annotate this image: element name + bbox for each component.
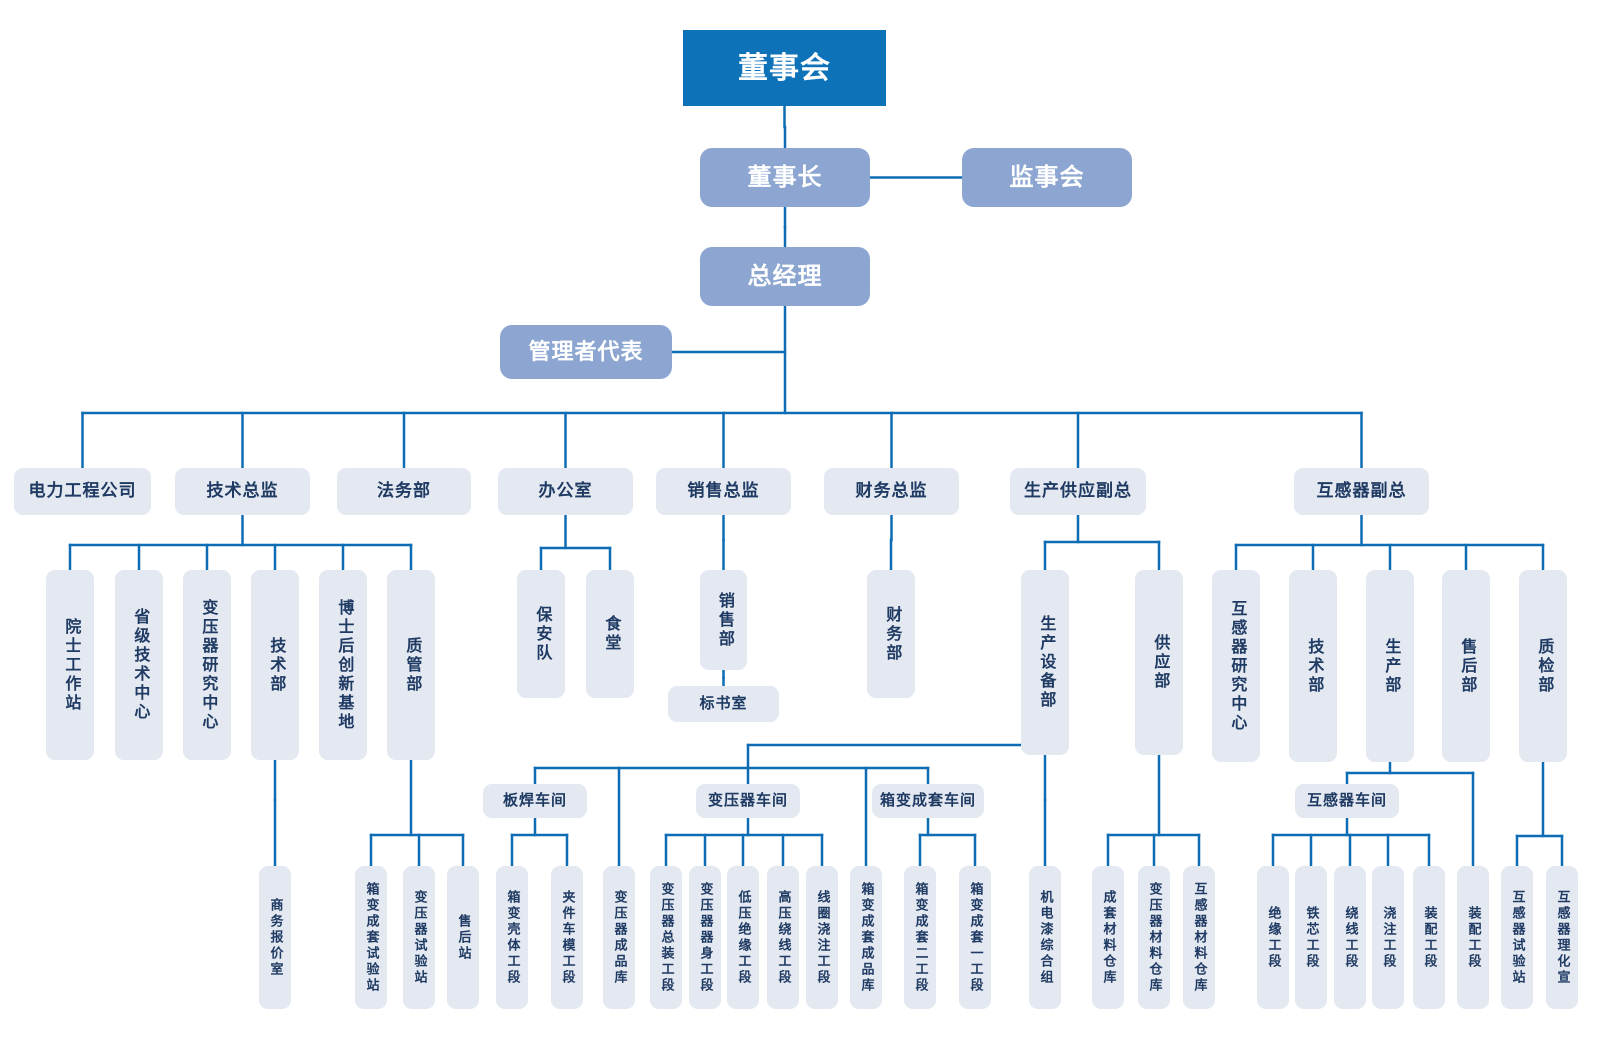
node-it-workshop: 互感器车间	[1295, 784, 1399, 818]
node-general-manager: 总经理	[700, 247, 870, 306]
node-transformer-material-warehouse: 变压器材料仓库	[1138, 866, 1170, 1009]
node-it-test-station: 互感器试验站	[1501, 866, 1533, 1009]
node-assembly-section: 装配工段	[1413, 866, 1445, 1009]
node-management-representative: 管理者代表	[500, 325, 672, 379]
node-after-sales-station: 售后站	[447, 866, 479, 1009]
node-casting-section: 浇注工段	[1372, 866, 1404, 1009]
node-supervisory-board: 监事会	[962, 148, 1132, 207]
node-it-quality-inspection-dept: 质检部	[1519, 570, 1567, 762]
node-hv-winding-section: 高压绕线工段	[767, 866, 799, 1009]
node-box-substation-section-1: 箱变成套一工段	[959, 866, 991, 1009]
node-production-supply-vp: 生产供应副总	[1010, 468, 1146, 515]
node-quality-mgmt-dept: 质管部	[387, 570, 435, 760]
node-complete-set-material-warehouse: 成套材料仓库	[1092, 866, 1124, 1009]
node-transformer-research-center: 变压器研究中心	[183, 570, 231, 760]
node-it-physchem-room: 互感器理化宣	[1546, 866, 1578, 1009]
node-box-substation-workshop: 箱变成套车间	[872, 784, 984, 818]
node-board-of-directors: 董事会	[683, 30, 886, 106]
node-finance-director: 财务总监	[824, 468, 959, 515]
node-chairman: 董事长	[700, 148, 870, 207]
node-insulation-section: 绝缘工段	[1257, 866, 1289, 1009]
node-lv-insulation-section: 低压绝缘工段	[727, 866, 759, 1009]
node-box-substation-finished-warehouse: 箱变成套成品库	[850, 866, 882, 1009]
node-assembly-section-2: 装配工段	[1457, 866, 1489, 1009]
node-provincial-tech-center: 省级技术中心	[115, 570, 163, 760]
node-plate-welding-workshop: 板焊车间	[483, 784, 587, 818]
node-office: 办公室	[498, 468, 633, 515]
node-it-research-center: 互感器研究中心	[1212, 570, 1260, 762]
node-winding-section: 绕线工段	[1334, 866, 1366, 1009]
node-transformer-test-station: 变压器试验站	[403, 866, 435, 1009]
node-production-equipment-dept: 生产设备部	[1021, 570, 1069, 755]
node-security-team: 保安队	[517, 570, 565, 698]
node-tech-dept: 技术部	[251, 570, 299, 760]
node-finance-dept: 财务部	[867, 570, 915, 698]
node-power-engineering-company: 电力工程公司	[14, 468, 151, 515]
node-box-substation-test-station: 箱变成套试验站	[355, 866, 387, 1009]
node-iron-core-section: 铁芯工段	[1295, 866, 1327, 1009]
node-it-material-warehouse: 互感器材料仓库	[1183, 866, 1215, 1009]
node-box-substation-section-2: 箱变成套二工段	[904, 866, 936, 1009]
node-business-quotation-room: 商务报价室	[259, 866, 291, 1009]
node-transformer-body-section: 变压器器身工段	[689, 866, 721, 1009]
node-academician-workstation: 院士工作站	[46, 570, 94, 760]
node-canteen: 食堂	[586, 570, 634, 698]
node-supply-dept: 供应部	[1135, 570, 1183, 755]
node-coil-casting-section: 线圈浇注工段	[806, 866, 838, 1009]
node-it-production-dept: 生产部	[1366, 570, 1414, 762]
node-transformer-finished-warehouse: 变压器成品库	[603, 866, 635, 1009]
node-technical-director: 技术总监	[175, 468, 310, 515]
node-bid-document-room: 标书室	[668, 686, 779, 722]
node-instrument-transformer-vp: 互感器副总	[1294, 468, 1429, 515]
node-it-after-sales-dept: 售后部	[1442, 570, 1490, 762]
node-box-shell-section: 箱变壳体工段	[496, 866, 528, 1009]
node-transformer-assembly-section: 变压器总装工段	[650, 866, 682, 1009]
node-clamp-mold-section: 夹件车模工段	[551, 866, 583, 1009]
node-electromechanical-paint-group: 机电漆综合组	[1029, 866, 1061, 1009]
node-postdoc-innovation-base: 博士后创新基地	[319, 570, 367, 760]
node-legal-dept: 法务部	[337, 468, 471, 515]
node-sales-dept: 销售部	[700, 570, 747, 670]
node-sales-director: 销售总监	[656, 468, 791, 515]
node-it-tech-dept: 技术部	[1289, 570, 1337, 762]
node-transformer-workshop: 变压器车间	[696, 784, 800, 818]
